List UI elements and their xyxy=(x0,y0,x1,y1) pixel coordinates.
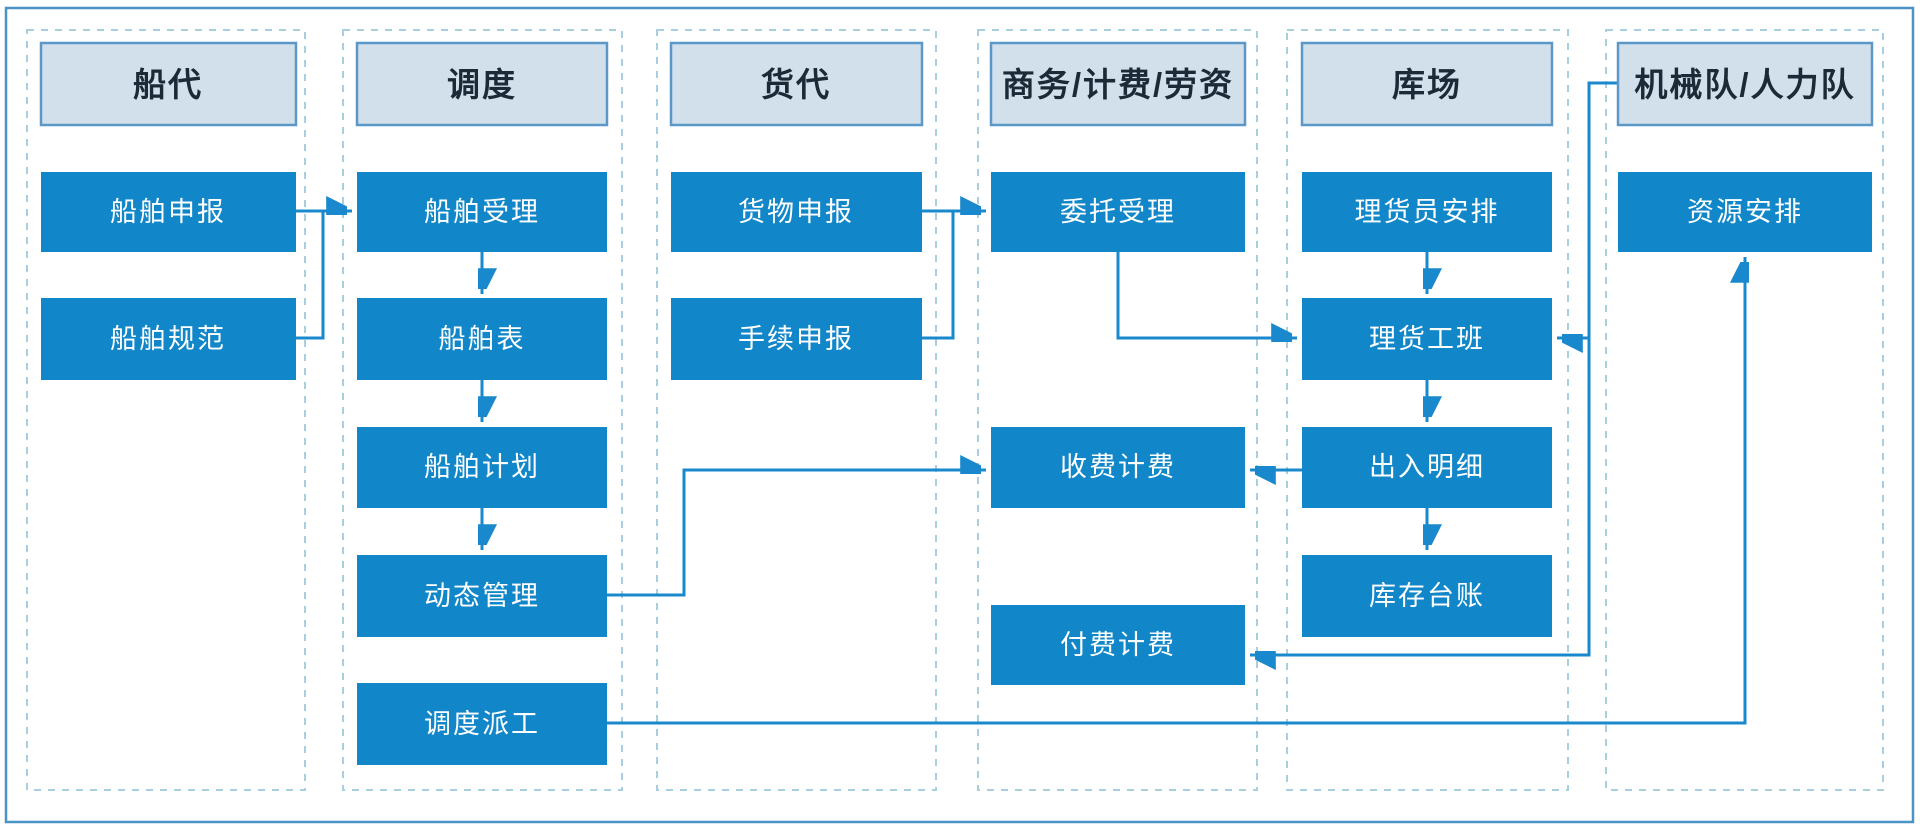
node-ship-declare-label: 船舶申报 xyxy=(110,197,226,227)
node-inventory-ledger-label: 库存台账 xyxy=(1369,581,1485,611)
node-ship-declare: 船舶申报 xyxy=(41,172,296,252)
header-ship-agent-label: 船代 xyxy=(133,66,203,103)
diagram-outer-border xyxy=(4,6,1915,824)
node-tally-clerk-arrange: 理货员安排 xyxy=(1302,172,1552,252)
node-entrust-accept-label: 委托受理 xyxy=(1060,197,1176,227)
node-ship-spec-label: 船舶规范 xyxy=(110,324,226,354)
header-business-billing-labor: 商务/计费/劳资 xyxy=(989,41,1247,127)
header-business-billing-labor-label: 商务/计费/劳资 xyxy=(1002,66,1234,103)
lane-freight-forwarder xyxy=(656,29,937,791)
node-tally-shift: 理货工班 xyxy=(1302,298,1552,380)
header-dispatch: 调度 xyxy=(355,41,609,127)
node-cargo-declare-label: 货物申报 xyxy=(738,197,854,227)
header-yard-label: 库场 xyxy=(1392,66,1462,103)
node-inout-detail-label: 出入明细 xyxy=(1369,452,1485,482)
header-machinery-manpower-label: 机械队/人力队 xyxy=(1634,66,1855,103)
header-dispatch-label: 调度 xyxy=(447,66,517,103)
node-dispatch-assign: 调度派工 xyxy=(357,683,607,765)
connector-entrust-accept-to-tally-shift xyxy=(1116,252,1297,338)
node-ship-plan-label: 船舶计划 xyxy=(424,452,540,482)
header-ship-agent: 船代 xyxy=(39,41,298,127)
node-charge-billing: 收费计费 xyxy=(991,427,1245,508)
header-machinery-manpower: 机械队/人力队 xyxy=(1616,41,1874,127)
node-charge-billing-label: 收费计费 xyxy=(1060,452,1176,482)
header-freight-forwarder: 货代 xyxy=(669,41,924,127)
node-dispatch-assign-label: 调度派工 xyxy=(424,709,540,739)
connector-procedure-declare-to-entrust-accept xyxy=(922,211,955,340)
node-resource-arrange-label: 资源安排 xyxy=(1687,197,1803,227)
node-ship-table: 船舶表 xyxy=(357,298,607,380)
node-ship-spec: 船舶规范 xyxy=(41,298,296,380)
node-tally-clerk-arrange-label: 理货员安排 xyxy=(1355,197,1500,227)
node-ship-accept-label: 船舶受理 xyxy=(424,197,540,227)
node-dynamic-mgmt: 动态管理 xyxy=(357,555,607,637)
lane-dispatch xyxy=(342,29,623,791)
header-yard: 库场 xyxy=(1300,41,1554,127)
node-pay-billing: 付费计费 xyxy=(991,605,1245,685)
node-cargo-declare: 货物申报 xyxy=(671,172,922,252)
node-dynamic-mgmt-label: 动态管理 xyxy=(424,581,540,611)
node-ship-accept: 船舶受理 xyxy=(357,172,607,252)
connector-machinery-header-to-pay-billing xyxy=(1250,81,1618,655)
node-procedure-declare: 手续申报 xyxy=(671,298,922,380)
node-ship-plan: 船舶计划 xyxy=(357,427,607,508)
node-resource-arrange: 资源安排 xyxy=(1618,172,1872,252)
connector-dynamic-mgmt-to-charge-billing xyxy=(607,470,986,597)
node-ship-table-label: 船舶表 xyxy=(439,324,526,354)
node-inventory-ledger: 库存台账 xyxy=(1302,555,1552,637)
node-inout-detail: 出入明细 xyxy=(1302,427,1552,508)
connector-dispatch-assign-to-resource-arrange xyxy=(607,257,1745,725)
node-procedure-declare-label: 手续申报 xyxy=(738,324,854,354)
connector-ship-spec-to-ship-accept xyxy=(296,211,325,340)
node-entrust-accept: 委托受理 xyxy=(991,172,1245,252)
node-tally-shift-label: 理货工班 xyxy=(1369,324,1485,354)
lane-ship-agent xyxy=(26,29,306,791)
header-freight-forwarder-label: 货代 xyxy=(761,66,831,103)
node-pay-billing-label: 付费计费 xyxy=(1060,630,1176,660)
